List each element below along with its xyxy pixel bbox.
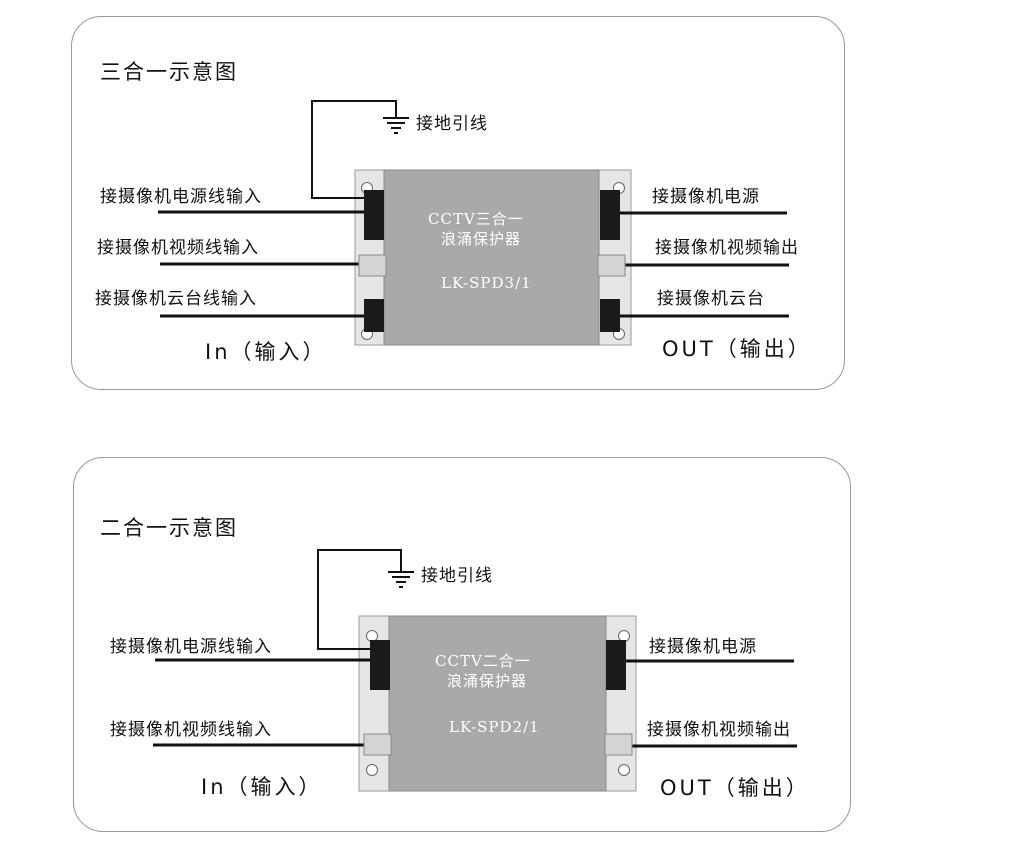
ground-icon: [388, 571, 414, 588]
ground-label: 接地引线: [421, 566, 493, 586]
connector-video-out: [604, 733, 633, 756]
label-video-in: 接摄像机视频线输入: [97, 238, 259, 258]
connector-power-in: [364, 190, 384, 240]
ground-wire: [311, 100, 397, 199]
device-name-line1: CCTV二合一: [435, 652, 531, 670]
ground-icon: [383, 117, 409, 134]
ground-label: 接地引线: [416, 114, 488, 134]
connector-video-in: [363, 733, 392, 756]
connector-video-in: [358, 254, 387, 277]
input-label: In（输入）: [205, 340, 327, 364]
output-label: OUT（输出）: [660, 776, 810, 800]
mount-hole: [366, 630, 378, 642]
connector-ptz-out: [600, 299, 620, 332]
label-ptz-out: 接摄像机云台: [657, 289, 765, 309]
device-name-line2: 浪涌保护器: [447, 672, 528, 690]
label-power-out: 接摄像机电源: [652, 187, 760, 207]
diagram-title: 三合一示意图: [100, 60, 238, 84]
surge-protector-body: [383, 169, 600, 346]
output-label: OUT（输出）: [662, 337, 812, 361]
label-ptz-in: 接摄像机云台线输入: [95, 289, 257, 309]
label-power-in: 接摄像机电源线输入: [100, 187, 262, 207]
connector-ptz-in: [364, 299, 384, 332]
connector-video-out: [597, 254, 626, 277]
connector-power-out: [606, 640, 626, 690]
device-name-line1: CCTV三合一: [428, 210, 524, 228]
label-video-out: 接摄像机视频输出: [655, 238, 799, 258]
mount-hole: [618, 764, 630, 776]
connector-power-in: [370, 640, 390, 690]
mount-hole: [618, 630, 630, 642]
connector-power-out: [600, 190, 620, 240]
label-video-out: 接摄像机视频输出: [647, 720, 791, 740]
label-power-out: 接摄像机电源: [649, 637, 757, 657]
device-name-line2: 浪涌保护器: [441, 230, 522, 248]
label-video-in: 接摄像机视频线输入: [110, 720, 272, 740]
surge-protector-body: [388, 615, 607, 792]
diagram-title: 二合一示意图: [100, 516, 238, 540]
device-model: LK-SPD2/1: [449, 718, 540, 736]
device-model: LK-SPD3/1: [441, 274, 532, 292]
ground-wire: [317, 549, 402, 650]
label-power-in: 接摄像机电源线输入: [110, 637, 272, 657]
mount-hole: [366, 764, 378, 776]
input-label: In（输入）: [201, 775, 323, 799]
